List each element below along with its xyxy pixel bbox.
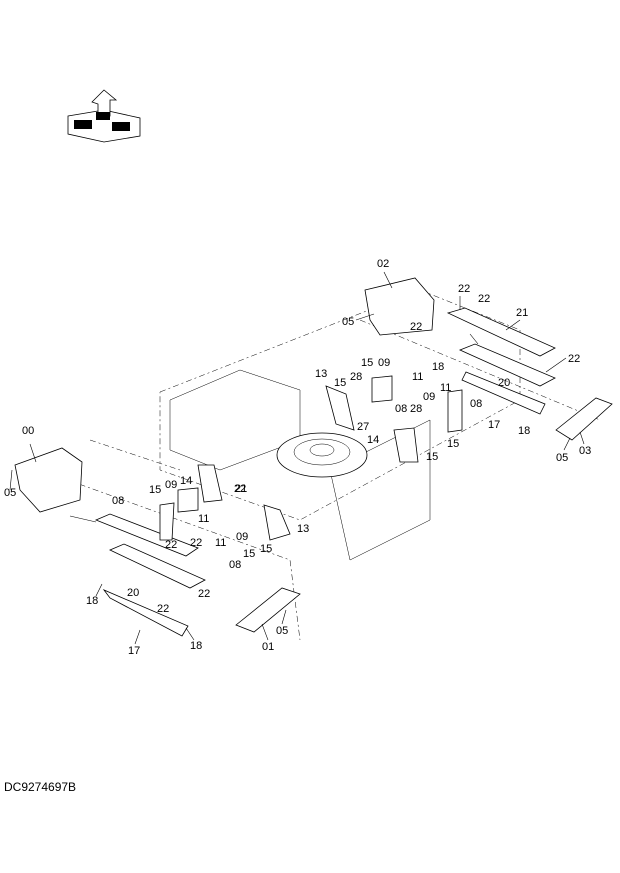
part-number-label: 01 xyxy=(262,641,274,653)
step-21-left xyxy=(94,513,199,557)
part-number-label: 15 xyxy=(361,357,373,369)
part-number-label: 08 xyxy=(395,403,407,415)
plate-09-left xyxy=(177,487,199,513)
part-number-label: 13 xyxy=(315,368,327,380)
part-number-label: 22 xyxy=(478,293,490,305)
cover-plate-02 xyxy=(364,277,435,336)
part-number-label: 05 xyxy=(4,487,16,499)
part-number-label: 18 xyxy=(432,361,444,373)
part-number-label: 17 xyxy=(128,645,140,657)
part-number-label: 18 xyxy=(190,640,202,652)
part-number-label: 11 xyxy=(198,513,209,525)
part-number-label: 22 xyxy=(568,353,580,365)
part-number-label: 03 xyxy=(579,445,591,457)
part-number-label: 05 xyxy=(556,452,568,464)
part-number-label: 22 xyxy=(198,588,210,600)
bracket-14-right xyxy=(393,427,419,463)
part-number-label: 11 xyxy=(215,537,226,549)
part-number-label: 22 xyxy=(165,539,177,551)
bracket-01 xyxy=(235,587,301,633)
part-number-label: 09 xyxy=(423,391,435,403)
part-number-label: 22 xyxy=(410,321,422,333)
part-number-label: 18 xyxy=(86,595,98,607)
part-number-label: 27 xyxy=(357,421,369,433)
part-number-label: 08 xyxy=(112,495,124,507)
part-number-label: 22 xyxy=(234,483,246,495)
cover-plate-00 xyxy=(14,447,83,513)
part-number-label: 15 xyxy=(243,548,255,560)
part-number-label: 15 xyxy=(426,451,438,463)
part-number-label: 21 xyxy=(235,483,247,495)
part-number-label: 05 xyxy=(276,625,288,637)
rail-17-right xyxy=(461,371,546,415)
part-number-label: 05 xyxy=(342,316,354,328)
plate-09-right xyxy=(371,375,393,403)
part-number-label: 11 xyxy=(412,371,423,383)
rail-17-left xyxy=(102,589,189,637)
part-number-label: 22 xyxy=(190,537,202,549)
leader-lines xyxy=(9,271,585,645)
part-number-label: 00 xyxy=(22,425,34,437)
part-number-label: 02 xyxy=(377,258,389,270)
bracket-13-right xyxy=(325,385,355,431)
part-number-label: 14 xyxy=(367,434,379,446)
part-number-label: 15 xyxy=(447,438,459,450)
part-number-label: 08 xyxy=(229,559,241,571)
part-number-label: 11 xyxy=(440,382,451,394)
part-number-label: 14 xyxy=(180,475,192,487)
part-number-label: 22 xyxy=(458,283,470,295)
part-number-label: 09 xyxy=(165,479,177,491)
part-number-label: 20 xyxy=(127,587,139,599)
bracket-03 xyxy=(555,397,613,441)
part-number-label: 17 xyxy=(488,419,500,431)
step-20-left xyxy=(109,543,206,589)
part-number-label: 09 xyxy=(236,531,248,543)
part-number-label: 15 xyxy=(260,543,272,555)
part-number-label: 28 xyxy=(410,403,422,415)
part-number-label: 09 xyxy=(378,357,390,369)
plate-08-left xyxy=(159,502,175,541)
part-number-label: 18 xyxy=(518,425,530,437)
orientation-icon xyxy=(67,89,141,143)
bracket-13-left xyxy=(263,504,291,541)
plate-08-right xyxy=(447,389,463,433)
part-number-label: 15 xyxy=(334,377,346,389)
step-20-right xyxy=(458,343,556,387)
part-number-label: 08 xyxy=(470,398,482,410)
part-number-label: 28 xyxy=(350,371,362,383)
part-number-label: 21 xyxy=(516,307,528,319)
swing-bearing xyxy=(276,432,368,478)
step-21-right xyxy=(446,307,556,357)
part-number-label: 22 xyxy=(157,603,169,615)
drawing-code: DC9274697B xyxy=(4,780,77,794)
part-number-label: 20 xyxy=(498,377,510,389)
bracket-14-left xyxy=(197,464,223,503)
part-number-label: 15 xyxy=(149,484,161,496)
part-number-label: 13 xyxy=(297,523,309,535)
